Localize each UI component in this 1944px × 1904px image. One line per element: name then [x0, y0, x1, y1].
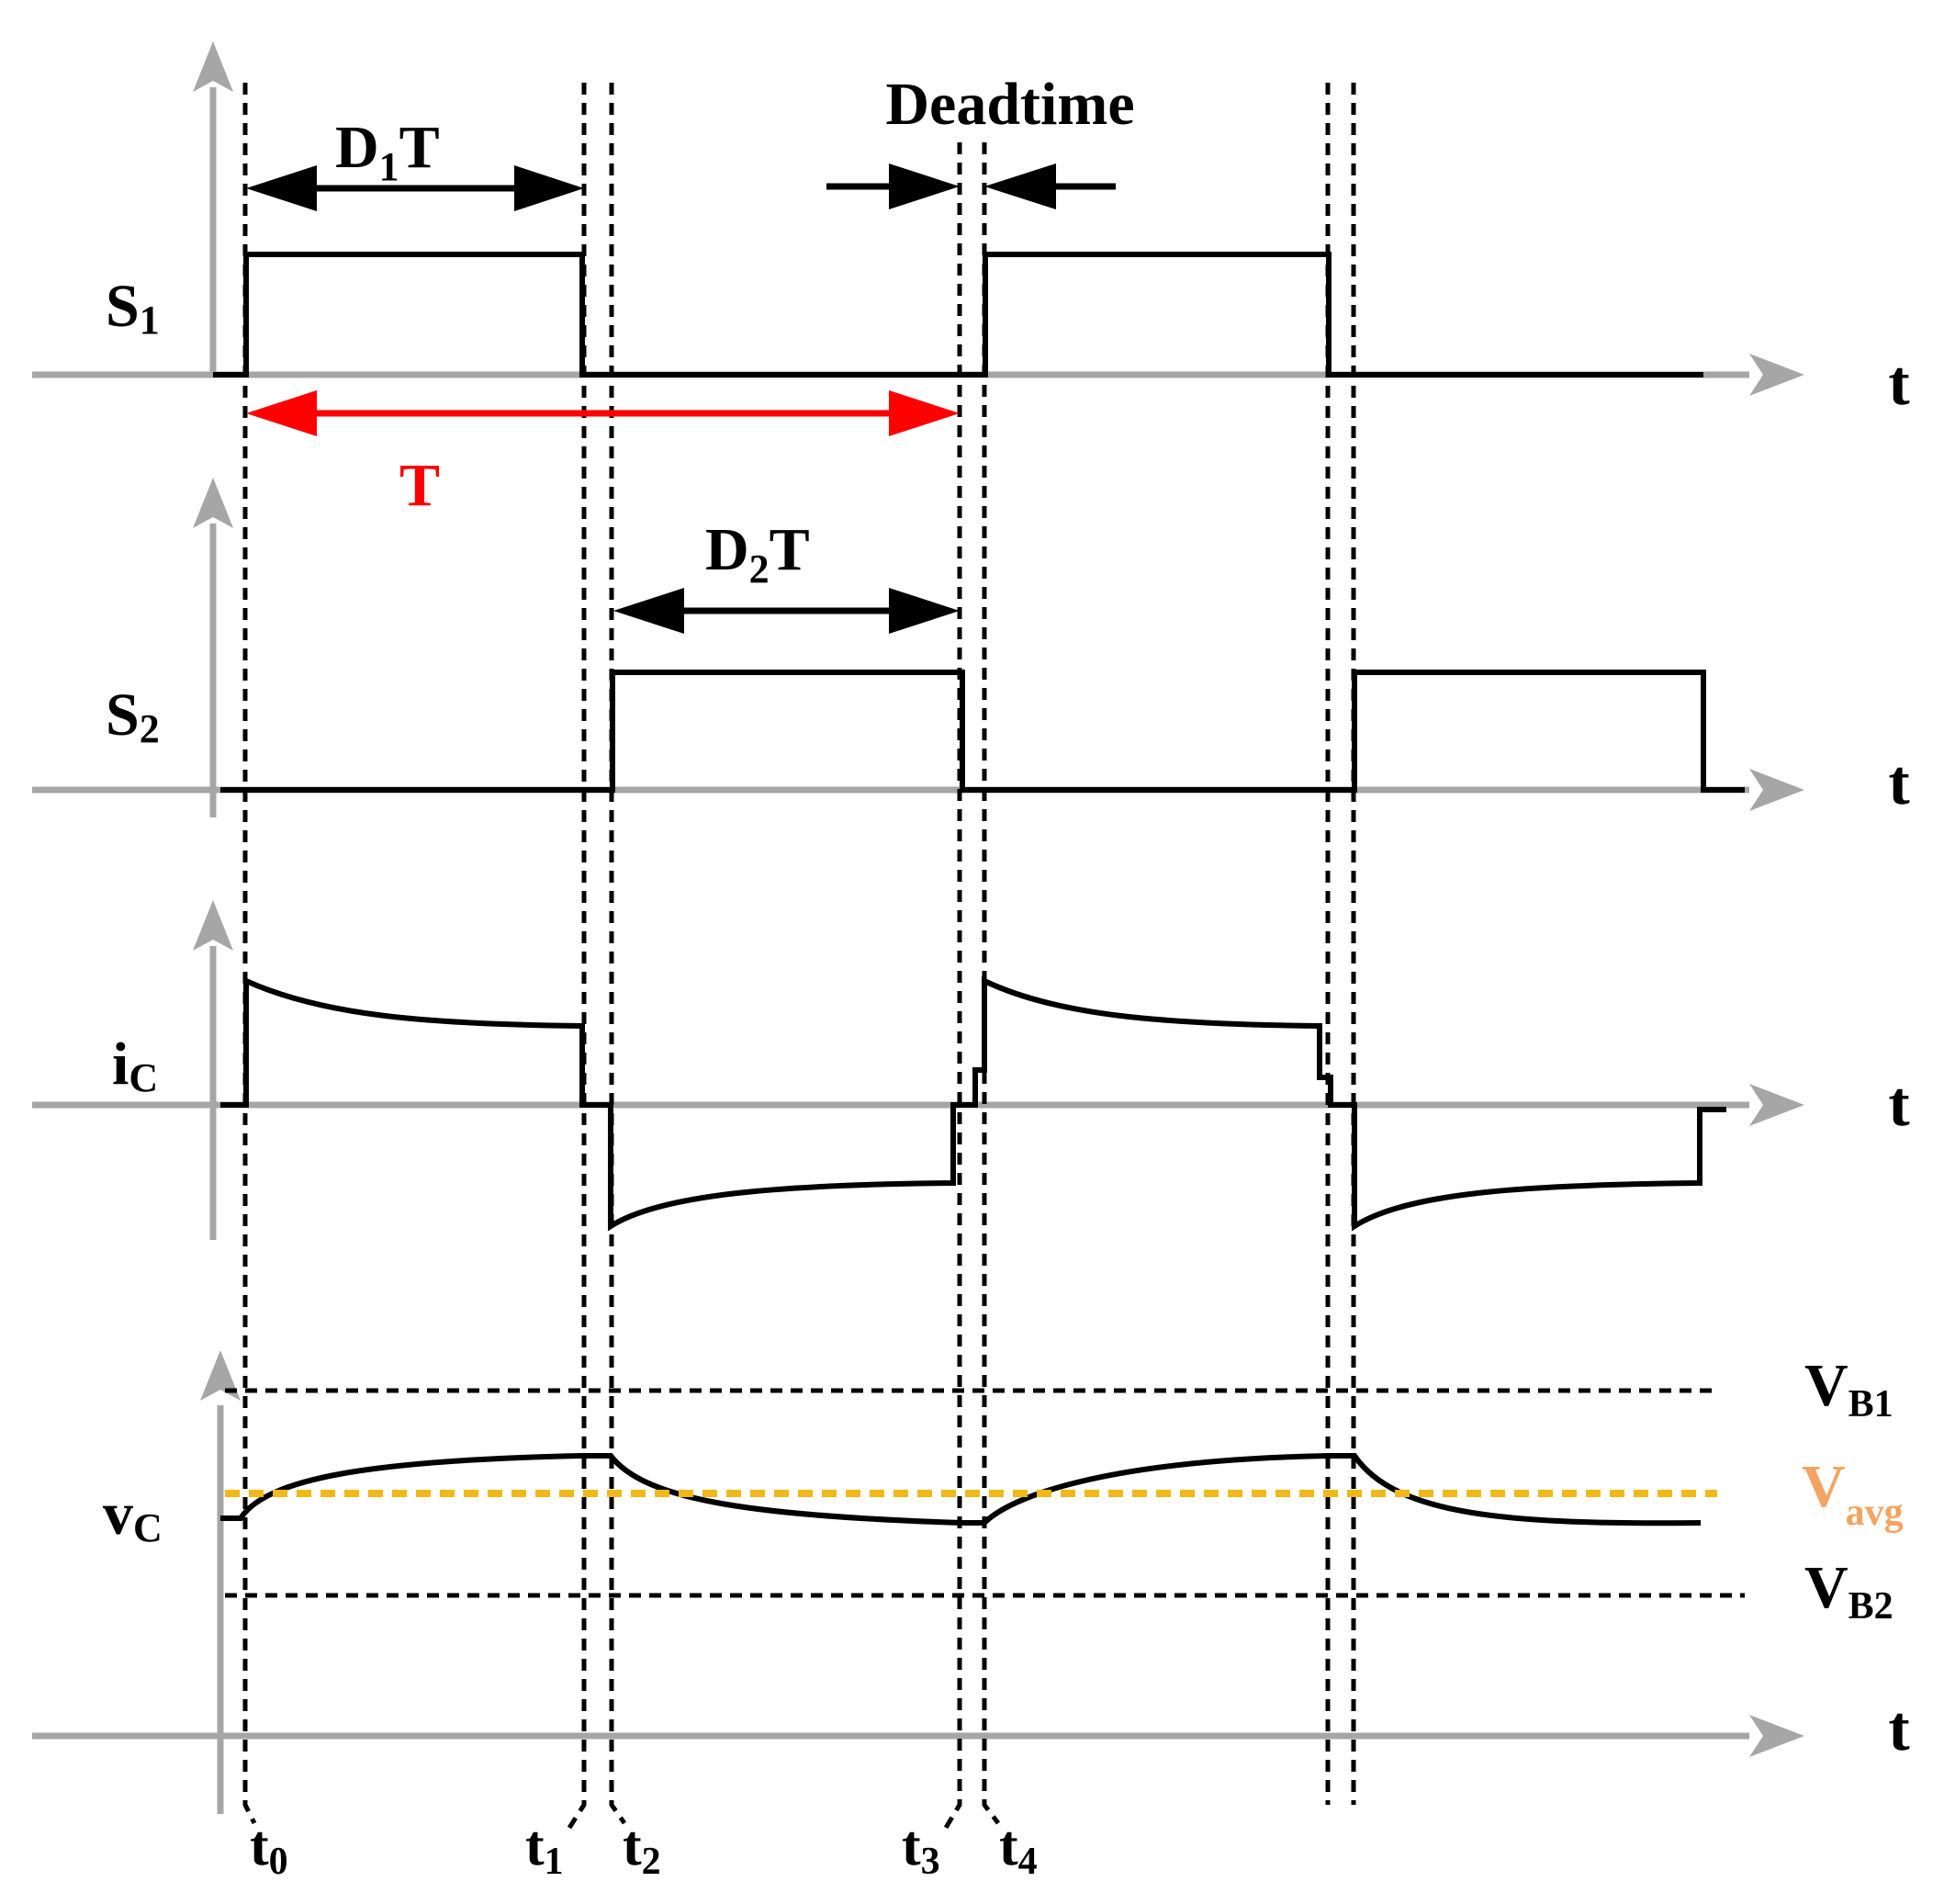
ic-label: iC [112, 1031, 158, 1100]
vc-axis-t-label: t [1888, 1694, 1909, 1764]
period-arrow [246, 390, 960, 436]
deadtime-right-arrowhead [984, 163, 1056, 209]
d2t-arrow-left-head [613, 588, 684, 634]
d2t-arrow [613, 588, 960, 634]
t4-marker-line [982, 142, 1000, 1825]
vc-waveform [220, 1453, 1702, 1527]
s2-time-axis-arrowhead [1749, 769, 1804, 811]
d2t-label: D2T [705, 516, 810, 591]
vc-value-axis-arrowhead [200, 1350, 241, 1401]
t0-label: t0 [250, 1815, 288, 1883]
vavg-label: Vavg [1802, 1453, 1904, 1534]
s1-value-axis-arrowhead [193, 41, 233, 92]
t0-marker-line [242, 83, 257, 1825]
d1t-arrow [246, 165, 584, 211]
s2-axis-t-label: t [1888, 748, 1909, 818]
t3-marker-line [943, 142, 962, 1830]
t2-label: t2 [623, 1815, 661, 1883]
period-arrow-right-head [889, 390, 960, 436]
t3-label: t3 [902, 1815, 940, 1883]
period-label: T [399, 452, 440, 519]
t1-label: t1 [525, 1815, 564, 1883]
axes [32, 41, 1804, 1814]
s2-label: S2 [106, 682, 160, 751]
deadtime-left-arrowhead [889, 163, 960, 209]
time-marker-lines [242, 83, 1356, 1830]
t4-label: t4 [999, 1815, 1038, 1883]
ic-waveform [220, 976, 1726, 1232]
s1-label: S1 [106, 273, 160, 343]
vb2-label: VB2 [1804, 1554, 1893, 1628]
dimension-arrows [246, 163, 1116, 634]
s1-axis-t-label: t [1888, 348, 1909, 419]
deadtime-arrows [826, 163, 1116, 209]
s1-waveform [213, 252, 1703, 377]
s1-time-axis-arrowhead [1749, 354, 1804, 396]
labels: D1T D2T T Deadtime S1 S2 iC vC t t t t V… [103, 71, 1910, 1883]
vb1-label: VB1 [1804, 1352, 1893, 1425]
period-arrow-left-head [246, 390, 317, 436]
t2-marker-line [609, 83, 627, 1825]
s2-waveform [220, 670, 1745, 793]
ic-value-axis-arrowhead [193, 900, 233, 951]
vc-time-axis-arrowhead [1749, 1715, 1804, 1757]
vc-label: vC [103, 1481, 163, 1550]
d1t-arrow-left-head [246, 165, 317, 211]
waveforms [213, 252, 1745, 1527]
d1t-arrow-right-head [514, 165, 584, 211]
t1-marker-line [567, 83, 587, 1830]
reference-levels [225, 1388, 1745, 1598]
s2-value-axis-arrowhead [193, 478, 233, 528]
d2t-arrow-right-head [889, 588, 960, 634]
ic-axis-t-label: t [1888, 1069, 1909, 1140]
ic-time-axis-arrowhead [1749, 1084, 1804, 1126]
d1t-label: D1T [335, 114, 440, 189]
deadtime-label: Deadtime [885, 71, 1134, 138]
